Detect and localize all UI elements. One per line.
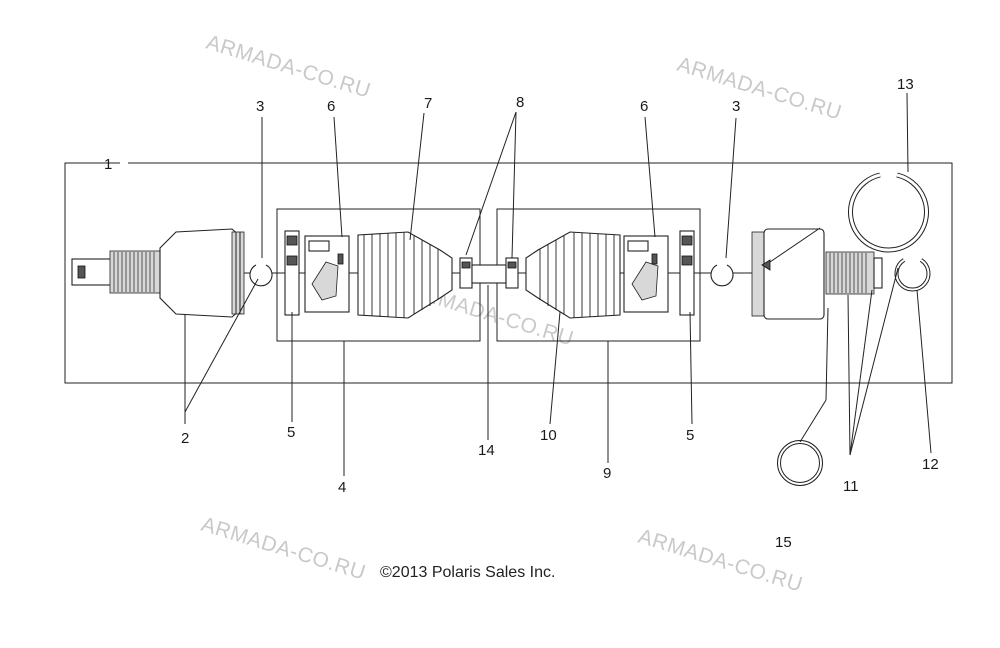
callout-6-left: 6 — [327, 98, 335, 115]
callout-14: 14 — [478, 442, 495, 459]
watermark: ARMADA-CO.RU — [199, 513, 369, 585]
callout-9: 9 — [603, 465, 611, 482]
callout-3-left: 3 — [256, 98, 264, 115]
callout-12: 12 — [922, 456, 939, 473]
callout-3-right: 3 — [732, 98, 740, 115]
callout-1: 1 — [104, 156, 112, 173]
outboard-cv-joint — [71, 228, 245, 318]
callouts: 1 2 3 3 4 5 5 6 6 7 8 9 10 11 12 13 14 1… — [104, 76, 939, 551]
right-boot-kit — [505, 230, 695, 319]
shaft-segment — [471, 264, 507, 284]
watermark: ARMADA-CO.RU — [675, 53, 845, 125]
callout-13: 13 — [897, 76, 914, 93]
watermark: ARMADA-CO.RU — [204, 31, 374, 103]
callout-5-right: 5 — [686, 427, 694, 444]
callout-10: 10 — [540, 427, 557, 444]
assembly-outline — [64, 162, 953, 384]
inboard-cv-joint — [751, 228, 883, 320]
copyright-notice: ©2013 Polaris Sales Inc. — [380, 564, 555, 581]
callout-15: 15 — [775, 534, 792, 551]
callout-8: 8 — [516, 94, 524, 111]
callout-5-left: 5 — [287, 424, 295, 441]
callout-7: 7 — [424, 95, 432, 112]
callout-11: 11 — [843, 478, 859, 495]
callout-4: 4 — [338, 479, 346, 496]
snap-ring-right — [710, 264, 734, 287]
snap-ring-left — [249, 264, 273, 287]
callout-2: 2 — [181, 430, 189, 447]
leader-lines — [184, 92, 932, 476]
left-boot-kit — [284, 230, 473, 319]
callout-6-right: 6 — [640, 98, 648, 115]
